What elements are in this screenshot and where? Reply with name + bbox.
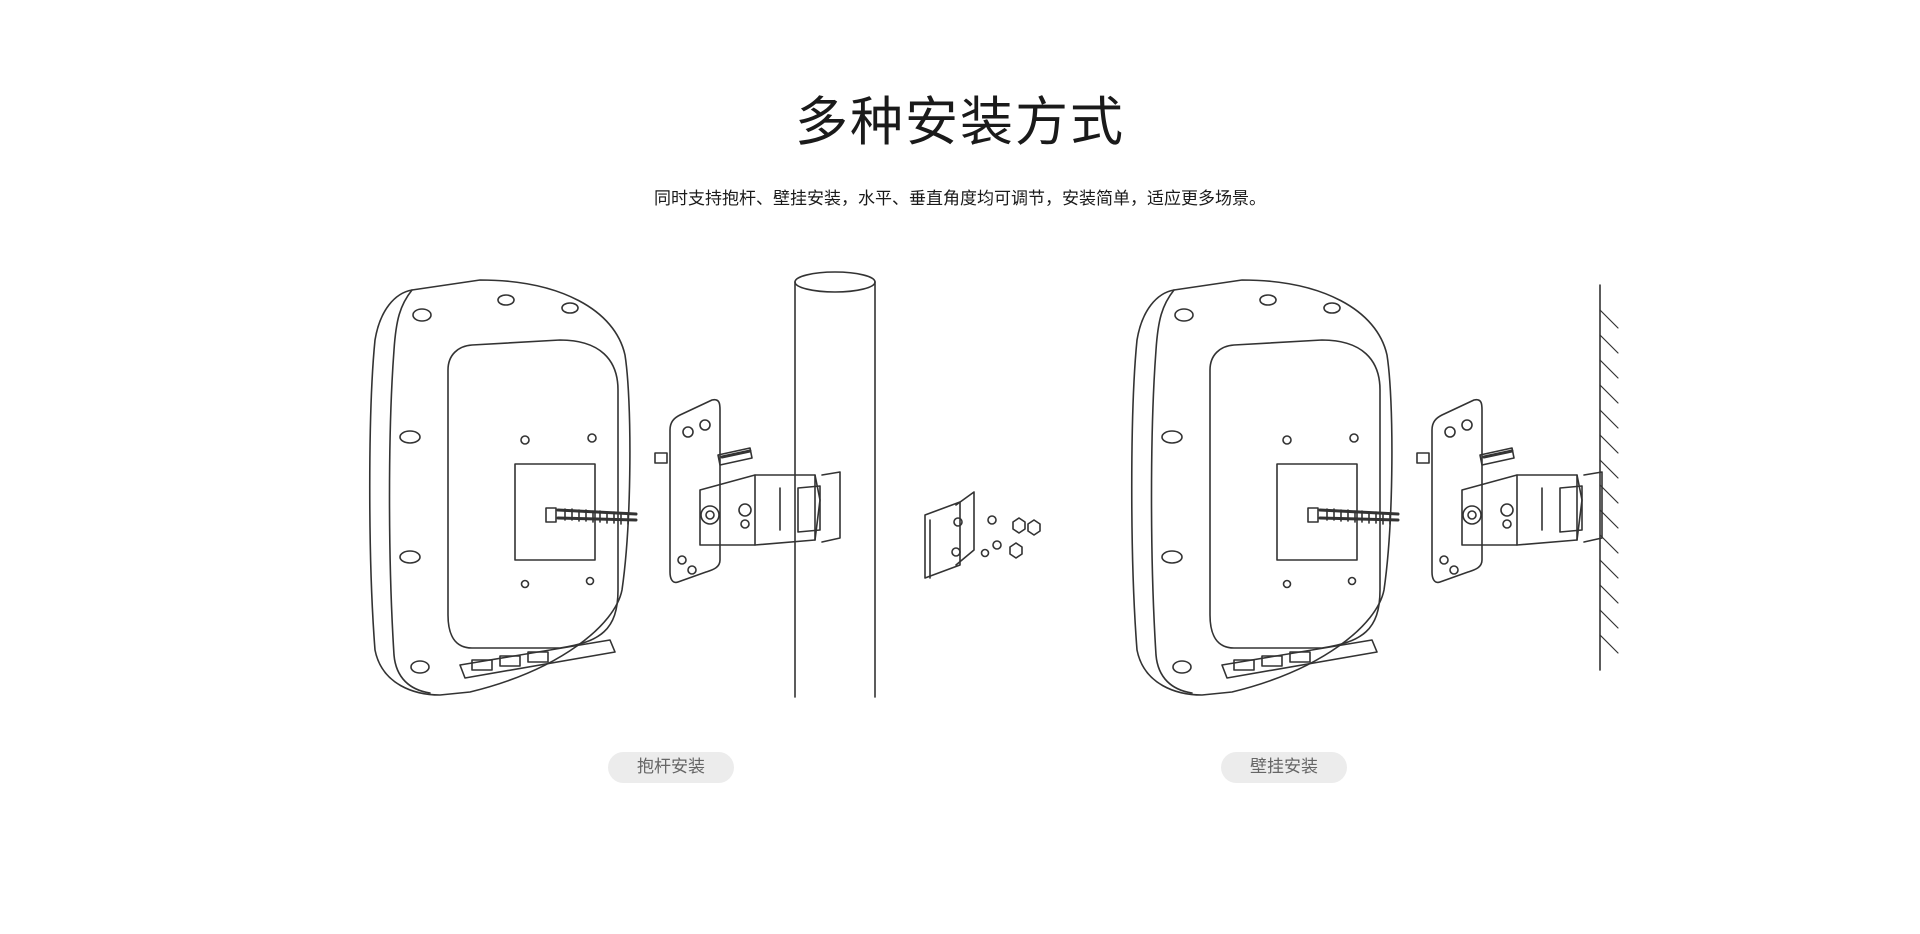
wall: [1599, 284, 1619, 671]
mounting-screw: [545, 507, 638, 525]
wall-mount-illustration: [1130, 279, 1619, 696]
mounting-screw: [1307, 507, 1400, 525]
pole-mount-illustration: [368, 271, 1041, 698]
device-back-panel: [1130, 279, 1393, 696]
nuts-and-washers: [980, 515, 1041, 559]
page-subtitle: 同时支持抱杆、壁挂安装，水平、垂直角度均可调节，安装简单，适应更多场景。: [654, 189, 1266, 209]
page-title: 多种安装方式: [795, 92, 1125, 153]
adjustable-bracket: [1416, 398, 1603, 584]
wall-mount-label: 壁挂安装: [1221, 752, 1347, 783]
device-back-panel: [368, 279, 631, 696]
adjustable-bracket: [654, 398, 841, 584]
pole-mount-label: 抱杆安装: [608, 752, 734, 783]
pole: [794, 271, 876, 698]
pole-clamp: [924, 491, 975, 579]
